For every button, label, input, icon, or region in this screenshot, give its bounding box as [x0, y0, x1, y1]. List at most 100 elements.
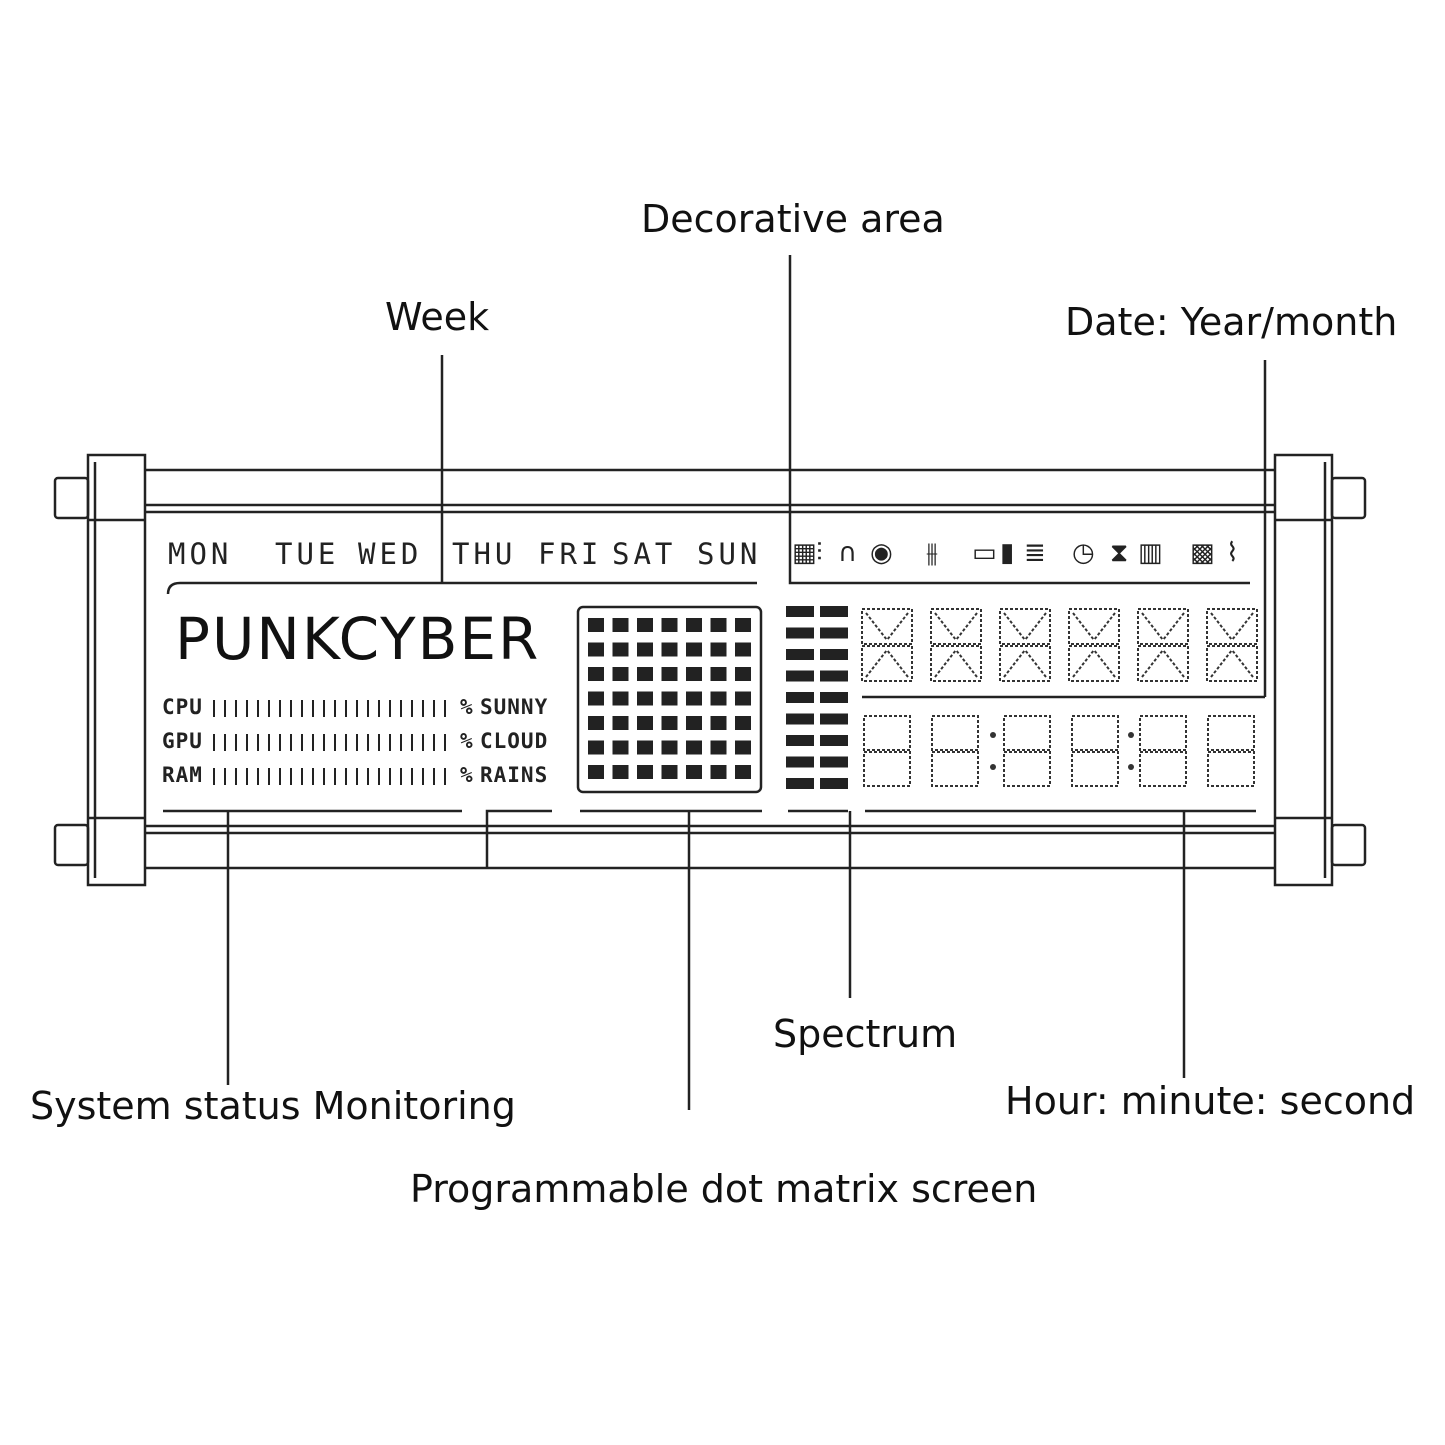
matrix-pixel — [612, 618, 629, 632]
left-bottom-knob — [53, 823, 90, 867]
system-status-label: System status Monitoring — [30, 1084, 516, 1128]
matrix-pixel — [710, 765, 727, 779]
matrix-pixel — [710, 740, 727, 755]
date-digit-diag — [1210, 649, 1233, 678]
right-bracket — [1273, 453, 1334, 887]
date-digit-bottom — [1068, 645, 1120, 682]
spectrum-bars — [786, 606, 848, 789]
matrix-pixel — [588, 618, 604, 632]
weather-sunny: SUNNY — [480, 695, 549, 719]
date-label: Date: Year/month — [1065, 300, 1398, 344]
matrix-pixel — [612, 667, 629, 681]
date-digit-diag — [1003, 649, 1026, 678]
matrix-pixel — [612, 691, 629, 706]
clock-icon: ◷ — [1072, 538, 1095, 568]
time-digit-bottom — [1139, 751, 1187, 787]
decorative-area-label: Decorative area — [641, 197, 945, 241]
date-digit-top — [1137, 608, 1189, 645]
date-digit-bottom — [861, 645, 913, 682]
date-digit-diag — [1210, 612, 1233, 641]
matrix-pixel — [637, 691, 653, 706]
day-sat: SAT — [612, 537, 677, 571]
spectrum-bar — [820, 606, 848, 617]
percent-sign-1: % — [460, 695, 474, 719]
date-digit-diag — [886, 612, 909, 641]
date-digit-top — [930, 608, 982, 645]
matrix-pixel — [710, 618, 727, 632]
date-digit-diag — [1231, 649, 1254, 678]
matrix-pixel — [735, 642, 751, 657]
battery-small-icon: ▮ — [1000, 538, 1015, 568]
spectrum-bar — [786, 756, 814, 768]
microphone-icon: ⫶ — [816, 538, 823, 568]
date-digit-diag — [1072, 649, 1095, 678]
matrix-pixel — [612, 642, 629, 657]
date-digit-bottom — [1206, 645, 1258, 682]
date-digit-diag — [1231, 612, 1254, 641]
matrix-pixel — [661, 740, 678, 755]
decorative-frame — [788, 512, 1250, 585]
time-digit-top — [931, 715, 979, 751]
spectrum-bar — [820, 670, 848, 682]
matrix-pixel — [588, 740, 604, 755]
spectrum-bar — [786, 606, 814, 617]
matrix-pixel — [735, 691, 751, 706]
spectrum-label: Spectrum — [773, 1012, 958, 1056]
date-digit-top — [861, 608, 913, 645]
date-digit-diag — [1141, 612, 1164, 641]
matrix-pixel — [710, 716, 727, 730]
matrix-pixel — [637, 740, 653, 755]
day-fri: FRI — [538, 537, 603, 571]
date-digit-diag — [955, 612, 978, 641]
disc-icon: ◉ — [870, 538, 893, 568]
left-top-knob — [53, 476, 90, 520]
matrix-pixel — [686, 740, 702, 755]
date-digit-top — [1206, 608, 1258, 645]
date-digit-top — [999, 608, 1051, 645]
matrix-pixel — [735, 716, 751, 730]
matrix-pixel — [637, 618, 653, 632]
day-tue: TUE — [275, 537, 340, 571]
dot-matrix-pixels — [588, 618, 751, 779]
matrix-pixel — [612, 740, 629, 755]
speaker-icon: ▦ — [792, 538, 817, 568]
date-digit-bottom — [1137, 645, 1189, 682]
matrix-pixel — [661, 765, 678, 779]
matrix-pixel — [588, 765, 604, 779]
spectrum-bar — [820, 649, 848, 660]
week-underline — [166, 581, 757, 595]
date-digit-diag — [934, 612, 957, 641]
time-colons — [990, 732, 1134, 770]
date-digit-bottom — [930, 645, 982, 682]
day-wed: WED — [358, 537, 423, 571]
date-digit-diag — [934, 649, 957, 678]
matrix-pixel — [686, 716, 702, 730]
time-digit-top — [863, 715, 911, 751]
time-digit-bottom — [1071, 751, 1119, 787]
battery-icon: ▥ — [1138, 538, 1163, 568]
date-digit-bottom — [999, 645, 1051, 682]
headphones-icon: ∩ — [838, 538, 858, 568]
matrix-pixel — [637, 716, 653, 730]
time-digit-top — [1071, 715, 1119, 751]
time-digit-top — [1003, 715, 1051, 751]
matrix-pixel — [661, 667, 678, 681]
spectrum-bar — [786, 735, 814, 746]
date-digit-diag — [1141, 649, 1164, 678]
weather-cloud: CLOUD — [480, 729, 549, 753]
matrix-pixel — [735, 667, 751, 681]
matrix-pixel — [686, 667, 702, 681]
dot-matrix-label: Programmable dot matrix screen — [410, 1167, 1038, 1211]
date-digit-diag — [955, 649, 978, 678]
stat-label-gpu: GPU — [162, 729, 203, 753]
percent-sign-3: % — [460, 763, 474, 787]
colon-dot — [990, 732, 996, 738]
date-digit-diag — [1003, 612, 1026, 641]
spectrum-bar — [820, 692, 848, 703]
matrix-pixel — [661, 618, 678, 632]
matrix-pixel — [661, 691, 678, 706]
date-digit-diag — [1024, 612, 1047, 641]
date-digit-diag — [865, 612, 888, 641]
date-digit-top — [1068, 608, 1120, 645]
matrix-pixel — [686, 618, 702, 632]
